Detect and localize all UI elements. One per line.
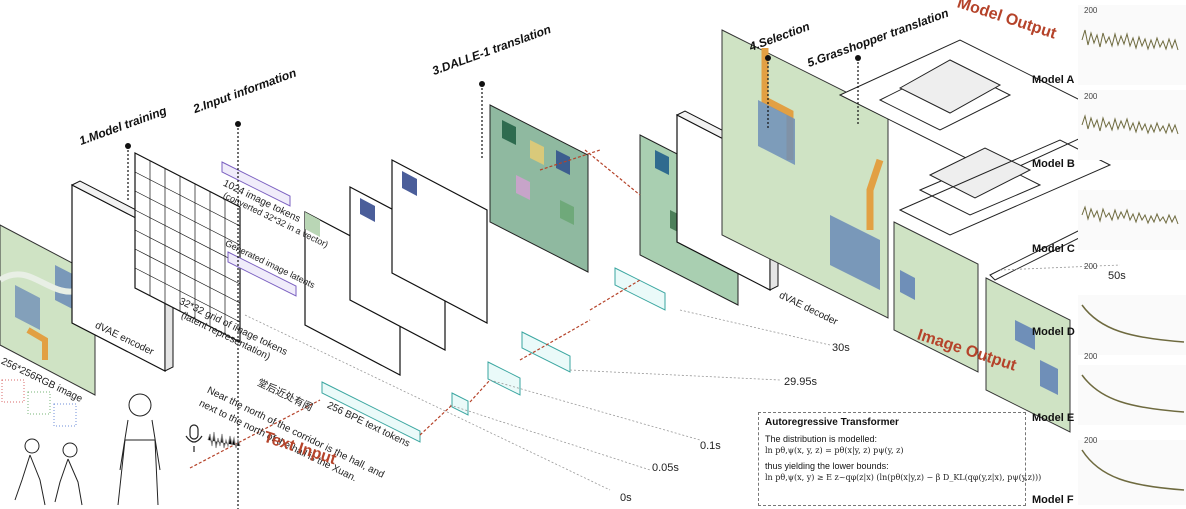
rgb-dot-grids	[1, 379, 77, 427]
plot-b-ymax: 200	[1084, 92, 1098, 101]
formula-eq-2: ln pθ,ψ(x, y) ≥ E z~qφ(z|x) (ln(pθ(x|y,z…	[765, 473, 1042, 482]
time-30: 30s	[832, 342, 850, 354]
dalle-grid-stack	[304, 159, 488, 376]
token-grid-panel	[134, 152, 241, 343]
model-e-label: Model E	[1032, 412, 1075, 424]
mosaic-panel-1	[489, 104, 589, 273]
time-50: 50s	[1108, 270, 1126, 282]
output-map-small-1	[893, 221, 979, 373]
model-a-label: Model A	[1032, 74, 1075, 86]
time-0: 0s	[620, 492, 632, 504]
model-f-label: Model F	[1032, 494, 1074, 506]
formula-line-1: The distribution is modelled:	[765, 434, 878, 444]
bpe-token-vector	[321, 267, 666, 443]
plot-f-ymax: 200	[1084, 436, 1098, 445]
formula-title: Autoregressive Transformer	[765, 417, 899, 428]
step-dots	[125, 55, 861, 149]
formula-eq-1: ln pθ,ψ(x, y, z) = pθ(x|y, z) pψ(y, z)	[765, 446, 904, 455]
formula-line-2: thus yielding the lower bounds:	[765, 461, 889, 471]
plot-a-ymax: 200	[1084, 6, 1098, 15]
time-01: 0.1s	[700, 440, 721, 452]
model-b-label: Model B	[1032, 158, 1075, 170]
model-c-label: Model C	[1032, 243, 1075, 255]
microphone-icon	[185, 424, 203, 452]
model-d-label: Model D	[1032, 326, 1075, 338]
time-005: 0.05s	[652, 462, 679, 474]
sound-wave-icon	[207, 431, 241, 449]
plot-c-ymax: 200	[1084, 262, 1098, 271]
time-2995: 29.95s	[784, 376, 818, 388]
formula-box: Autoregressive Transformer The distribut…	[758, 412, 1042, 506]
image-token-vector	[221, 161, 297, 297]
people-illustration	[14, 393, 161, 506]
time-series-plots	[1078, 5, 1186, 505]
flow-arrows	[189, 149, 641, 469]
timeline-lines	[244, 264, 1121, 491]
building-model	[838, 39, 1126, 281]
output-map-small-2	[985, 277, 1071, 433]
plot-e-ymax: 200	[1084, 352, 1098, 361]
output-map-large	[721, 29, 889, 319]
